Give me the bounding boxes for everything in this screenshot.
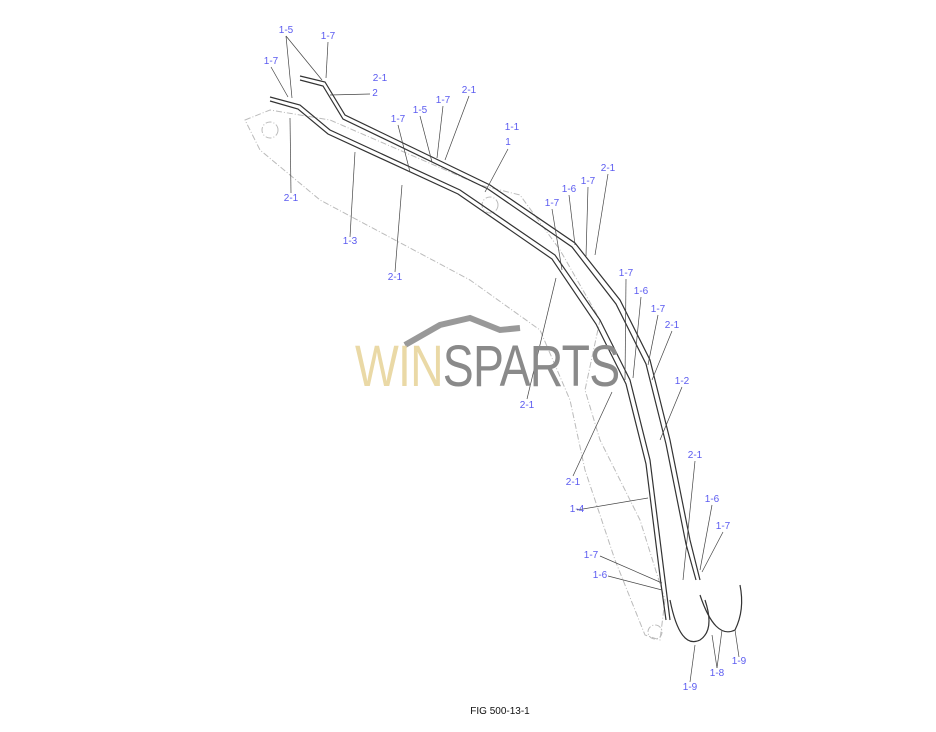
callout-label: 1-9 <box>682 682 698 693</box>
callout-label: 1-6 <box>561 184 577 195</box>
watermark-excavator-arm <box>403 314 521 348</box>
callout-label: 2 <box>372 88 378 99</box>
callout-label: 2-1 <box>283 193 299 204</box>
callout-label: 1-7 <box>320 31 336 42</box>
watermark-part1: WIN <box>355 334 444 399</box>
callout-label: 1-5 <box>412 105 428 116</box>
callout-label: 2-1 <box>664 320 680 331</box>
callout-label: 2-1 <box>687 450 703 461</box>
figure-caption: FIG 500-13-1 <box>470 706 530 717</box>
watermark: WINSPARTS <box>355 338 620 396</box>
callout-label: 1-4 <box>569 504 585 515</box>
callout-label: 1-6 <box>592 570 608 581</box>
callout-label: 1-9 <box>731 656 747 667</box>
callout-label: 1-7 <box>618 268 634 279</box>
leader-lines <box>270 35 740 683</box>
callout-label: 1-7 <box>580 176 596 187</box>
callout-label: 1-7 <box>650 304 666 315</box>
callout-label: 2-1 <box>372 73 388 84</box>
callout-label: 1-2 <box>674 376 690 387</box>
callout-label: 1-7 <box>544 198 560 209</box>
callout-label: 1-7 <box>390 114 406 125</box>
callout-label: 1-7 <box>715 521 731 532</box>
callout-label: 2-1 <box>519 400 535 411</box>
callout-label: 1-7 <box>583 550 599 561</box>
callout-label: 1-7 <box>435 95 451 106</box>
callout-label: 1-8 <box>709 668 725 679</box>
callout-label: 2-1 <box>461 85 477 96</box>
callout-label: 2-1 <box>387 272 403 283</box>
callout-label: 1-3 <box>342 236 358 247</box>
callout-label: 1-7 <box>263 56 279 67</box>
callout-label: 1-5 <box>278 25 294 36</box>
callout-label: 1-1 <box>504 122 520 133</box>
callout-label: 1 <box>505 137 511 148</box>
hydraulic-lines <box>269 75 743 643</box>
callout-label: 2-1 <box>565 477 581 488</box>
callout-label: 2-1 <box>600 163 616 174</box>
watermark-part2: SPARTS <box>442 334 620 399</box>
callout-label: 1-6 <box>633 286 649 297</box>
callout-label: 1-6 <box>704 494 720 505</box>
